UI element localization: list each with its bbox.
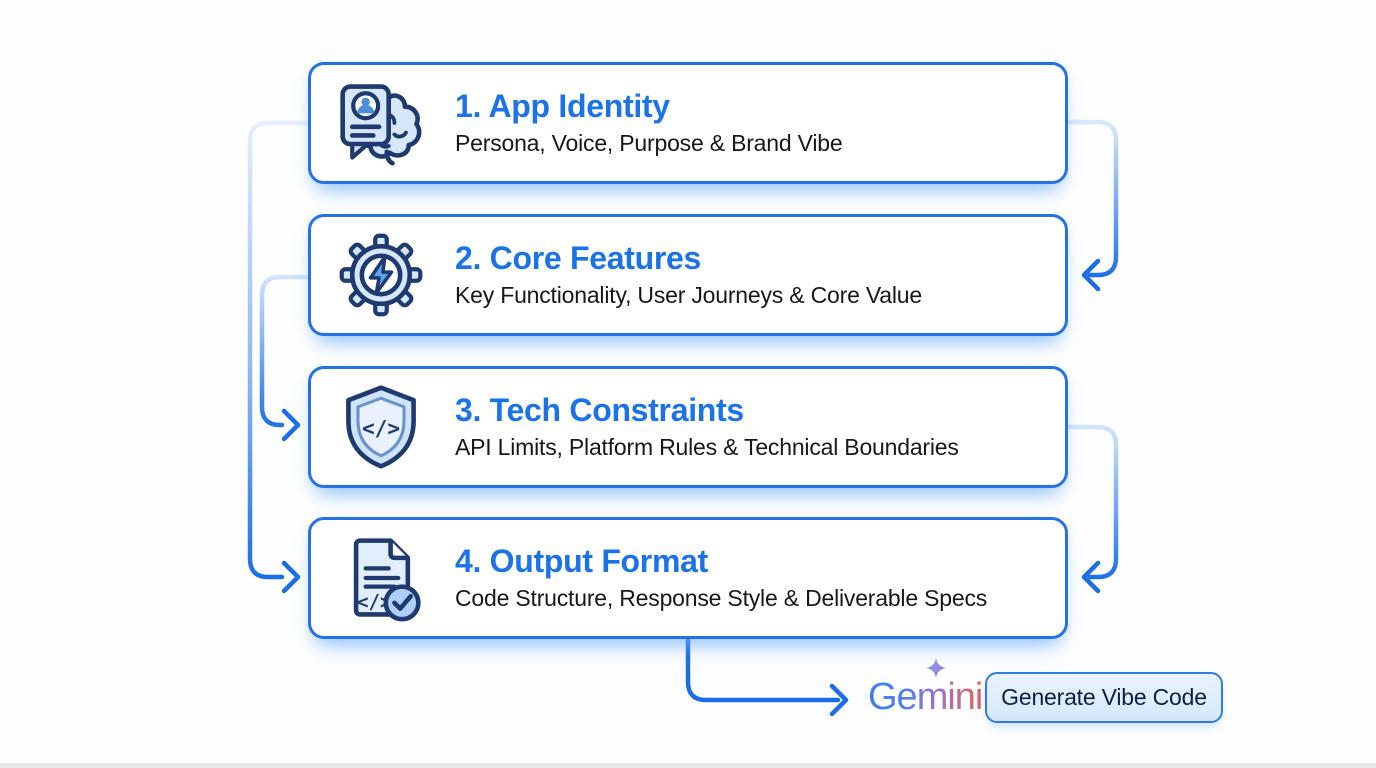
connector-step1-to-step2 xyxy=(1065,119,1119,278)
connector-step4-to-gemini xyxy=(685,636,841,703)
arrowhead-into-step4-right xyxy=(1081,560,1101,594)
connector-step2-to-step3 xyxy=(259,274,311,428)
step-card-core-features: 2. Core Features Key Functionality, User… xyxy=(308,214,1068,336)
step-card-tech-constraints: </> 3. Tech Constraints API Limits, Plat… xyxy=(308,366,1068,488)
arrowhead-into-gemini xyxy=(829,683,849,717)
connector-step3-to-step4 xyxy=(1065,424,1119,580)
step-title: 1. App Identity xyxy=(455,87,670,124)
gear-lightning-icon xyxy=(335,229,427,321)
code-glyph: </> xyxy=(362,416,400,441)
step-subtitle: Persona, Voice, Purpose & Brand Vibe xyxy=(455,130,843,157)
step-title: 2. Core Features xyxy=(455,239,701,276)
arrowhead-into-step2 xyxy=(1081,258,1101,292)
generate-vibe-code-button[interactable]: Generate Vibe Code xyxy=(985,672,1223,723)
gemini-logo: Gemini xyxy=(868,676,983,718)
step-title: 3. Tech Constraints xyxy=(455,391,744,428)
code-glyph: </> xyxy=(357,591,392,614)
brain-id-card-icon xyxy=(335,77,427,169)
bottom-edge-strip xyxy=(0,763,1376,768)
step-card-app-identity: 1. App Identity Persona, Voice, Purpose … xyxy=(308,62,1068,184)
step-subtitle: Code Structure, Response Style & Deliver… xyxy=(455,585,988,612)
arrowhead-into-step3 xyxy=(281,408,301,442)
step-card-output-format: </> 4. Output Format Code Structure, Res… xyxy=(308,517,1068,639)
gemini-sparkle-icon xyxy=(926,658,946,678)
connector-step1-to-step4 xyxy=(247,120,311,580)
shield-code-icon: </> xyxy=(335,381,427,473)
arrowhead-into-step4-left xyxy=(281,560,301,594)
step-title: 4. Output Format xyxy=(455,542,708,579)
step-subtitle: API Limits, Platform Rules & Technical B… xyxy=(455,434,959,461)
document-check-icon: </> xyxy=(335,532,427,624)
step-subtitle: Key Functionality, User Journeys & Core … xyxy=(455,282,922,309)
